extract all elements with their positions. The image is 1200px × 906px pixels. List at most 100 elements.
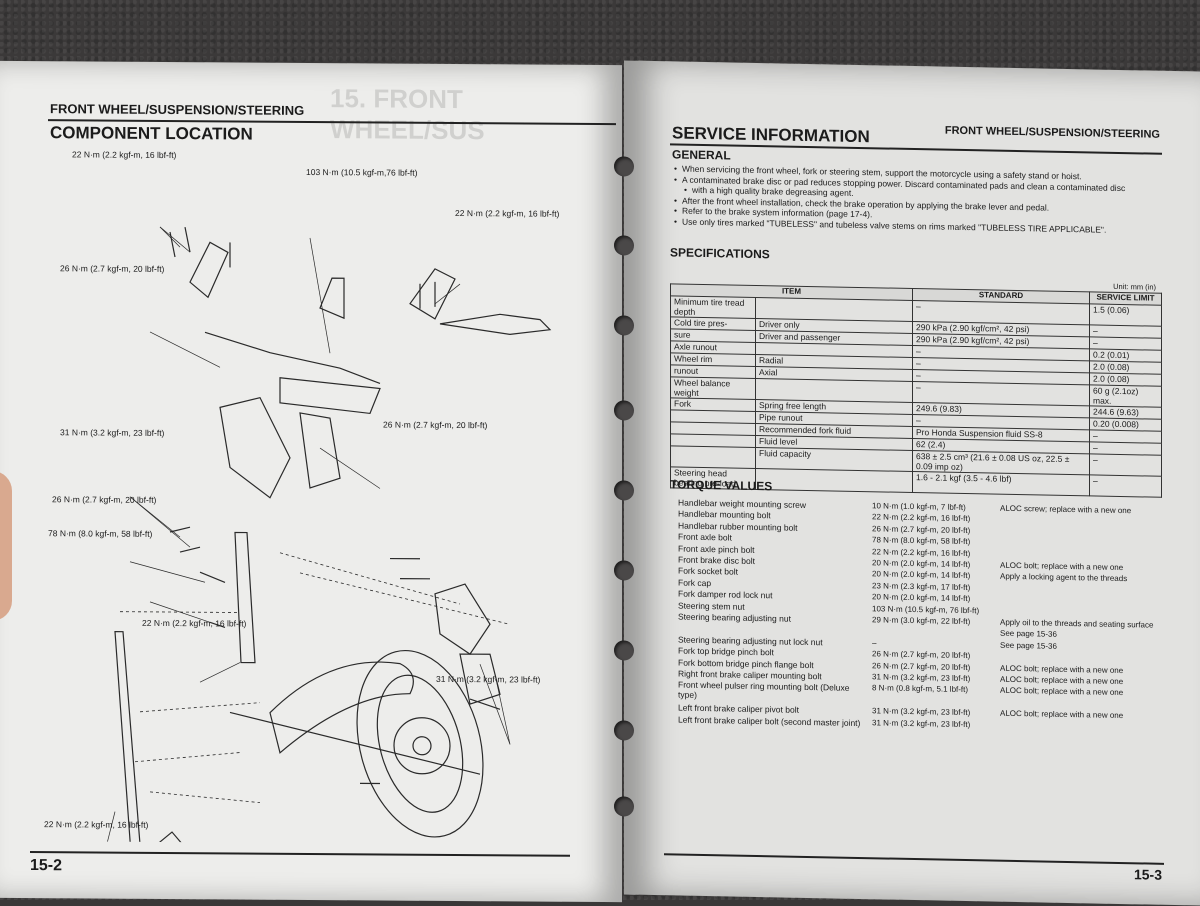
handlebar-right xyxy=(409,268,456,320)
torque-value: 78 N·m (8.0 kgf-m, 58 lbf-ft) xyxy=(872,535,971,547)
top-bridge xyxy=(279,377,381,415)
binder-hole xyxy=(614,235,634,256)
torque-remark: Apply a locking agent to the threads xyxy=(1000,572,1128,584)
torque-value: 22 N·m (2.2 kgf-m, 16 lbf-ft) xyxy=(872,512,971,524)
torque-item: Steering bearing adjusting nut xyxy=(678,611,791,624)
torque-label: 78 N·m (8.0 kgf-m, 58 lbf-ft) xyxy=(48,528,153,539)
table-cell-standard: 1.6 - 2.1 kgf (3.5 - 4.6 lbf) xyxy=(912,471,1090,496)
front-axle xyxy=(229,711,481,775)
torque-value: 10 N·m (1.0 kgf-m, 7 lbf-ft) xyxy=(872,501,966,513)
section-header: FRONT WHEEL/SUSPENSION/STEERING xyxy=(50,101,305,118)
torque-value: 31 N·m (3.2 kgf-m, 23 lbf-ft) xyxy=(872,706,971,718)
torque-item: Front axle pinch bolt xyxy=(678,543,755,555)
specifications-table: ITEM STANDARD SERVICE LIMIT Minimum tire… xyxy=(670,283,1162,498)
table-cell-standard: 638 ± 2.5 cm³ (21.6 ± 0.08 US oz, 22.5 ±… xyxy=(912,450,1090,475)
torque-label: 22 N·m (2.2 kgf-m, 16 lbf-ft) xyxy=(44,819,149,830)
torque-item: Left front brake caliper pivot bolt xyxy=(678,702,799,716)
torque-value: 103 N·m (10.5 kgf-m, 76 lbf-ft) xyxy=(872,603,980,615)
torque-value: – xyxy=(872,638,877,648)
torque-item: Left front brake caliper bolt (second ma… xyxy=(678,714,861,728)
torque-value: 26 N·m (2.7 kgf-m, 20 lbf-ft) xyxy=(872,649,971,661)
brake-disc xyxy=(393,717,451,775)
torque-value: 20 N·m (2.0 kgf-m, 14 lbf-ft) xyxy=(872,558,971,570)
torque-label: 26 N·m (2.7 kgf-m, 20 lbf-ft) xyxy=(52,494,157,505)
torque-item: Fork socket bolt xyxy=(678,565,738,578)
front-fender xyxy=(269,661,414,754)
table-cell-limit: – xyxy=(1089,474,1162,498)
page-number: 15-2 xyxy=(30,857,63,875)
torque-item: Front axle bolt xyxy=(678,531,732,543)
torque-item: Fork bottom bridge pinch flange bolt xyxy=(678,657,814,670)
spec-body: Minimum tire tread depth–1.5 (0.06)Cold … xyxy=(670,295,1162,498)
torque-item: Steering stem nut xyxy=(678,600,745,612)
bolts xyxy=(169,227,501,785)
torque-item: Fork top bridge pinch bolt xyxy=(678,645,774,658)
torque-label: 22 N·m (2.2 kgf-m, 16 lbf-ft) xyxy=(72,149,177,161)
front-wheel-tire xyxy=(356,649,484,838)
torque-value: 23 N·m (2.3 kgf-m, 17 lbf-ft) xyxy=(872,581,971,592)
torque-remark: ALOC bolt; replace with a new one xyxy=(1000,560,1124,573)
section-header: FRONT WHEEL/SUSPENSION/STEERING xyxy=(944,124,1160,141)
torque-item: Front wheel pulser ring mounting bolt (D… xyxy=(678,679,850,701)
table-cell-limit: 60 g (2.1oz) max. xyxy=(1089,384,1162,408)
binder-hole xyxy=(614,560,634,581)
torque-label: 22 N·m (2.2 kgf-m, 16 lbf-ft) xyxy=(142,617,247,629)
specifications-heading: SPECIFICATIONS xyxy=(670,245,770,262)
torque-values-heading: TORQUE VALUES xyxy=(670,477,773,494)
torque-remark: ALOC screw; replace with a new one xyxy=(1000,503,1132,516)
binder-hole xyxy=(614,796,634,817)
bleed-through-text: 15. FRONT WHEEL/SUS xyxy=(330,83,485,146)
table-cell-item xyxy=(670,445,756,469)
right-page: FRONT WHEEL/SUSPENSION/STEERING SERVICE … xyxy=(614,60,1200,906)
torque-label: 22 N·m (2.2 kgf-m, 16 lbf-ft) xyxy=(455,208,560,219)
general-heading: GENERAL xyxy=(672,147,731,163)
torque-value: 8 N·m (0.8 kgf-m, 5.1 lbf-ft) xyxy=(872,683,969,695)
torque-value: 20 N·m (2.0 kgf-m, 14 lbf-ft) xyxy=(872,569,971,581)
torque-item: Fork damper rod lock nut xyxy=(678,588,773,601)
table-cell-sub: Fluid capacity xyxy=(755,447,913,472)
torque-item: Handlebar mounting bolt xyxy=(678,508,771,521)
torque-remark: ALOC bolt; replace with a new one xyxy=(1000,708,1124,721)
exploded-diagram xyxy=(99,226,552,846)
title-rule xyxy=(670,143,1162,155)
torque-label: 31 N·m (3.2 kgf-m, 23 lbf-ft) xyxy=(436,673,541,685)
binder-hole xyxy=(614,640,634,661)
page-number: 15-3 xyxy=(1133,866,1162,883)
torque-value: 26 N·m (2.7 kgf-m, 20 lbf-ft) xyxy=(872,660,971,672)
binder-hole xyxy=(614,315,634,336)
torque-item: Fork cap xyxy=(678,577,712,588)
binder-hole xyxy=(614,480,634,501)
table-cell-limit: 1.5 (0.06) xyxy=(1089,303,1162,327)
torque-value: 26 N·m (2.7 kgf-m, 20 lbf-ft) xyxy=(872,524,971,535)
handlebar-left xyxy=(189,241,229,299)
left-page: 15. FRONT WHEEL/SUS FRONT WHEEL/SUSPENSI… xyxy=(0,60,622,903)
footer-rule xyxy=(664,853,1164,865)
fork-leg xyxy=(234,531,256,664)
binder-hole xyxy=(614,400,634,421)
binder-hole xyxy=(614,156,634,177)
binder-hole xyxy=(614,720,634,741)
torque-value: 29 N·m (3.0 kgf-m, 22 lbf-ft) xyxy=(872,615,971,627)
table-cell-item: Wheel balance weight xyxy=(670,376,756,400)
general-bullets: When servicing the front wheel, fork or … xyxy=(674,163,1164,235)
torque-remark: ALOC bolt; replace with a new one xyxy=(1000,686,1124,698)
torque-value: 31 N·m (3.2 kgf-m, 23 lbf-ft) xyxy=(872,672,971,684)
torque-label: 31 N·m (3.2 kgf-m, 23 lbf-ft) xyxy=(60,427,165,438)
page-title: COMPONENT LOCATION xyxy=(50,123,253,144)
table-cell-limit: – xyxy=(1089,453,1162,477)
torque-remark: See page 15-36 xyxy=(1000,640,1057,651)
fork-tube-left xyxy=(114,631,144,846)
thumb xyxy=(0,470,12,621)
table-cell-sub xyxy=(755,468,913,493)
footer-rule xyxy=(30,851,570,857)
torque-value: 31 N·m (3.2 kgf-m, 23 lbf-ft) xyxy=(872,717,971,729)
brake-caliper xyxy=(434,583,491,655)
torque-label: 26 N·m (2.7 kgf-m, 20 lbf-ft) xyxy=(383,419,488,431)
table-cell-sub xyxy=(755,297,913,322)
torque-item: Front brake disc bolt xyxy=(678,554,756,566)
torque-item: Handlebar rubber mounting bolt xyxy=(678,520,798,533)
torque-value: 20 N·m (2.0 kgf-m, 14 lbf-ft) xyxy=(872,592,971,604)
torque-item: Handlebar weight mounting screw xyxy=(678,497,807,510)
torque-remark: ALOC bolt; replace with a new one xyxy=(1000,663,1124,675)
unit-note: Unit: mm (in) xyxy=(1113,281,1156,292)
